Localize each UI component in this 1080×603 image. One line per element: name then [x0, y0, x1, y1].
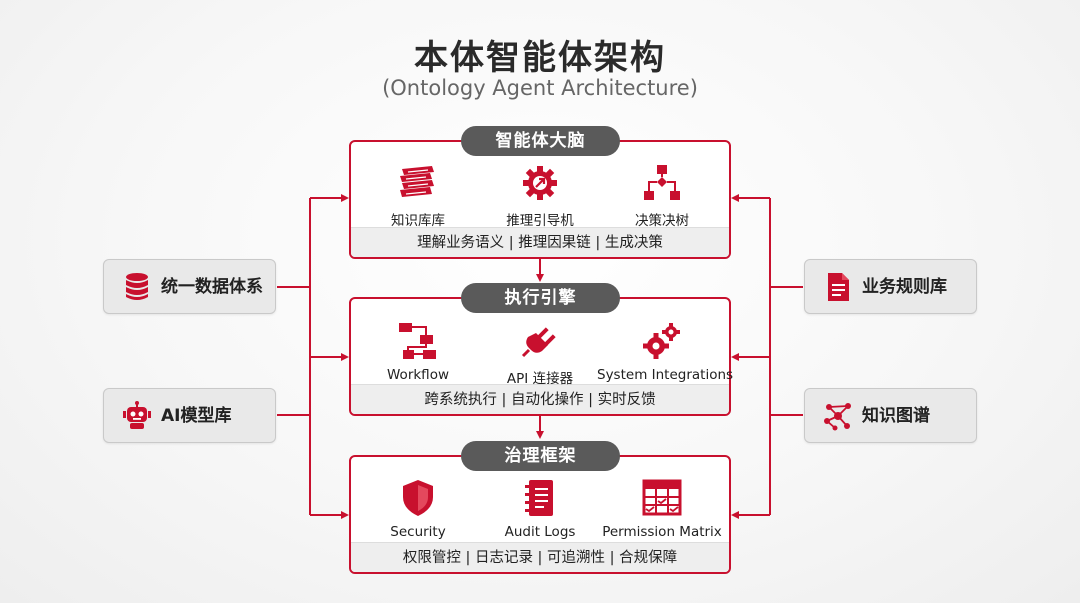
panel-governance-summary: 权限管控 | 日志记录 | 可追溯性 | 合规保障 [351, 542, 729, 572]
engine-item-workflow: Workflow [353, 321, 483, 383]
source-unified-data: 统一数据体系 [103, 259, 276, 314]
item-label: Permission Matrix [602, 524, 722, 540]
item-label: Audit Logs [504, 524, 576, 540]
document-icon [828, 273, 849, 301]
item-label: Workflow [387, 367, 449, 383]
shield-icon [403, 480, 433, 516]
item-label: API 连接器 [506, 371, 574, 387]
brain-item-knowledge: 知识库库 [353, 163, 483, 229]
flowchart-icon [644, 165, 680, 200]
panel-brain-title: 智能体大脑 [461, 126, 620, 156]
source-ai-models: AI模型库 [103, 388, 276, 443]
network-graph-icon [824, 403, 851, 431]
engine-item-api: API 连接器 [475, 321, 605, 387]
source-label: 统一数据体系 [161, 277, 263, 297]
books-icon [400, 166, 434, 197]
governance-item-audit: Audit Logs [475, 478, 605, 540]
panel-engine-summary: 跨系统执行 | 自动化操作 | 实时反馈 [351, 384, 729, 414]
source-label: 知识图谱 [862, 406, 930, 426]
panel-governance-title: 治理框架 [461, 441, 620, 471]
source-business-rules: 业务规则库 [804, 259, 977, 314]
diagram-title: 本体智能体架构 [414, 38, 666, 78]
source-knowledge-graph: 知识图谱 [804, 388, 977, 443]
grid-check-icon [642, 479, 682, 516]
panel-engine-title: 执行引擎 [461, 283, 620, 313]
engine-item-integrations: System Integrations [597, 321, 734, 383]
item-label: 推理引导机 [506, 213, 574, 229]
source-label: AI模型库 [161, 406, 232, 426]
brain-item-inference: 推理引导机 [475, 163, 605, 229]
diagram-subtitle: (Ontology Agent Architecture) [382, 76, 698, 100]
governance-item-permission: Permission Matrix [597, 478, 727, 540]
plug-icon [521, 327, 556, 358]
brain-item-decision: 决策决树 [597, 163, 727, 229]
governance-item-security: Security [353, 478, 483, 540]
gear-arrow-icon [523, 166, 557, 200]
item-label: Security [390, 524, 446, 540]
gears-icon [643, 323, 680, 359]
panel-brain-summary: 理解业务语义 | 推理因果链 | 生成决策 [351, 227, 729, 257]
item-label: System Integrations [597, 367, 734, 383]
database-icon [126, 273, 148, 300]
workflow-icon [399, 323, 436, 359]
item-label: 决策决树 [635, 213, 689, 229]
robot-icon [123, 401, 151, 429]
notebook-icon [525, 480, 553, 516]
item-label: 知识库库 [391, 213, 445, 229]
source-label: 业务规则库 [862, 277, 947, 297]
